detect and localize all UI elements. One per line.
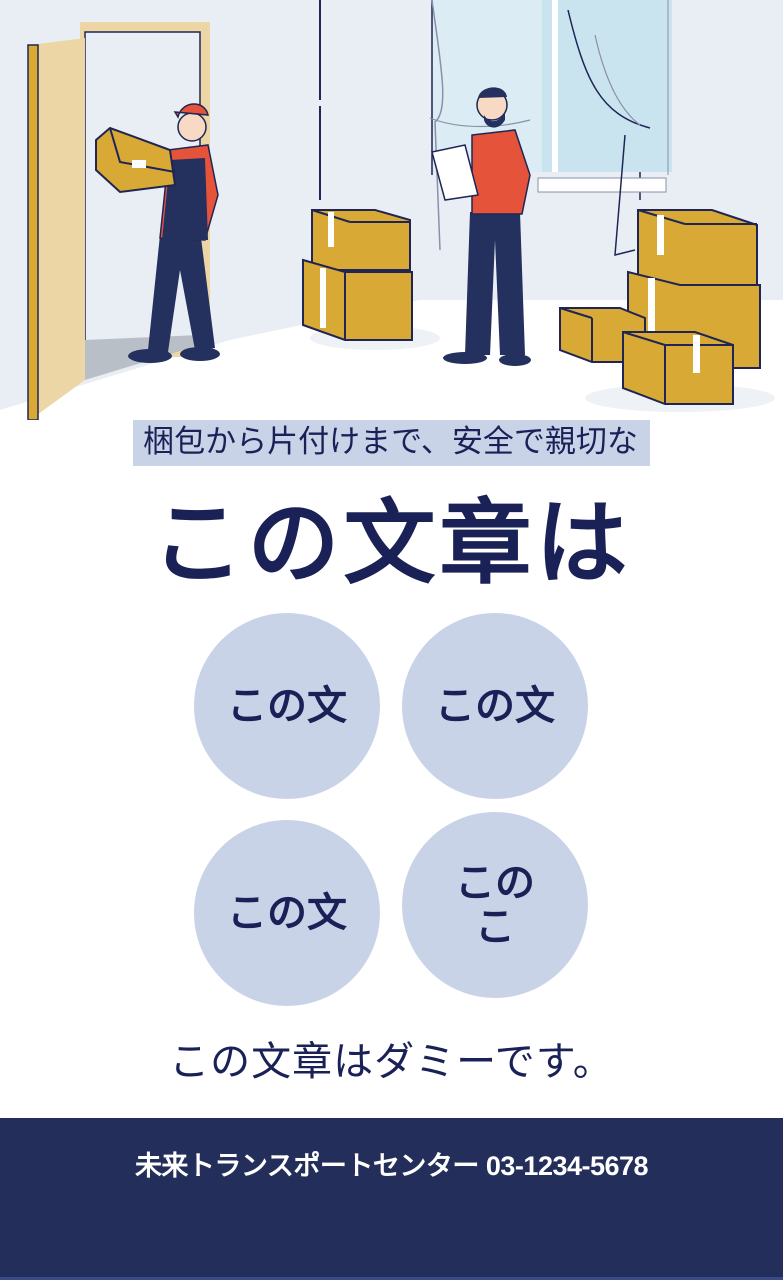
window-icon (429, 0, 672, 256)
feature-circle-2: この文 (402, 613, 588, 799)
worker-with-clipboard-icon (431, 87, 531, 366)
feature-circle-4: このこ (402, 812, 588, 998)
tagline-container: 梱包から片付けまで、安全で親切な (0, 420, 783, 466)
feature-circle-3: この文 (194, 820, 380, 1006)
feature-circle-1: この文 (194, 613, 380, 799)
box-pile-icon (559, 209, 775, 412)
footer-edge-line (0, 1277, 783, 1280)
feature-circle-label: この文 (227, 683, 347, 729)
box-stack-icon (302, 209, 440, 350)
body-text: この文章はダミーです。 (169, 1039, 614, 1085)
hero-illustration (0, 0, 783, 420)
footer-contact: 未来トランスポートセンター 03-1234-5678 (134, 1151, 649, 1181)
feature-circle-label: この文 (435, 683, 555, 729)
footer-bar: 未来トランスポートセンター 03-1234-5678 (0, 1118, 783, 1280)
feature-circle-label: この文 (227, 890, 347, 936)
worker-carrying-box-icon (95, 103, 220, 363)
feature-circle-label: このこ (455, 860, 535, 950)
tagline: 梱包から片付けまで、安全で親切な (133, 420, 650, 466)
headline: この文章は (151, 490, 632, 597)
